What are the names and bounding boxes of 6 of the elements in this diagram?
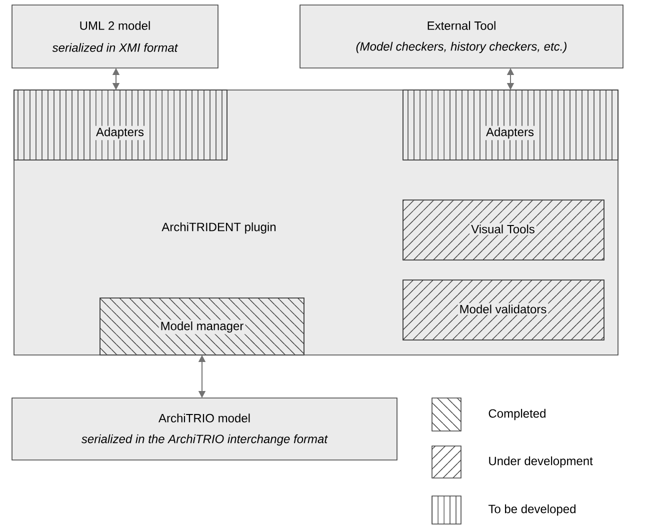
model-box: External Tool (Model checkers, history checkers, etc.) bbox=[300, 4, 624, 68]
model-box: ArchiTRIO model serialized in the ArchiTRIO interchange format bbox=[12, 398, 398, 460]
legend-label: To be developed bbox=[488, 504, 576, 516]
legend-label: Completed bbox=[488, 408, 546, 420]
model-box: UML 2 model serialized in XMI format bbox=[12, 4, 218, 68]
legend-label: Under development bbox=[489, 456, 593, 468]
